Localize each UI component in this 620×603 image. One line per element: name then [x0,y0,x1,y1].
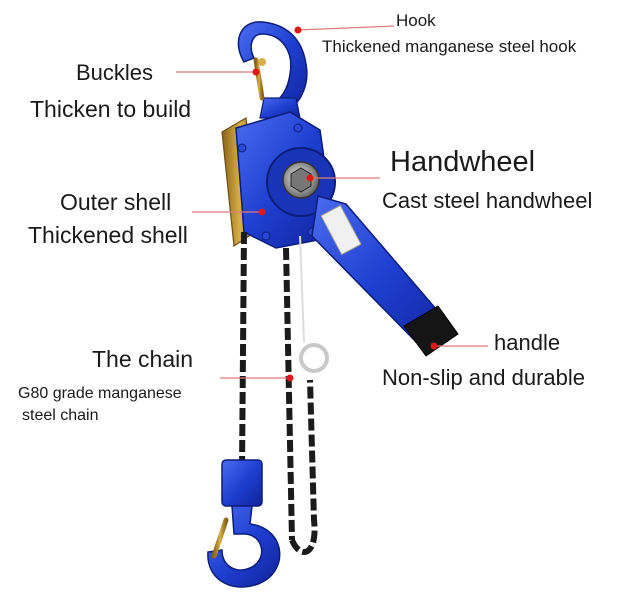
marker-dot-outer-shell [258,208,266,216]
leader-lines [176,25,488,379]
marker-dot-hook [294,26,302,34]
outer-shell-subtitle: Thickened shell [28,222,188,248]
handwheel-subtitle: Cast steel handwheel [382,188,593,213]
marker-dot-handle [430,342,438,350]
hook-title: Hook [396,11,436,30]
buckles-subtitle: Thicken to build [30,96,192,122]
top-hook [237,21,308,119]
hook-subtitle: Thickened manganese steel hook [322,37,577,56]
lever-handle [311,195,459,357]
marker-dot-chain [286,374,294,382]
marker-dots [252,26,438,382]
outer-shell-title: Outer shell [60,189,172,215]
chain-title: The chain [92,346,194,372]
buckles-title: Buckles [76,60,154,85]
handle-title: handle [494,330,561,355]
marker-dot-buckles [252,68,260,76]
chain-subtitle-line2: steel chain [22,407,99,424]
bottom-hook [207,459,281,588]
chain-subtitle-line1: G80 grade manganese [18,385,182,402]
handle-subtitle: Non-slip and durable [382,365,586,390]
load-chain [239,231,318,555]
chain-ring [299,343,329,373]
marker-dot-handwheel [306,174,314,182]
handwheel-title: Handwheel [390,146,536,178]
